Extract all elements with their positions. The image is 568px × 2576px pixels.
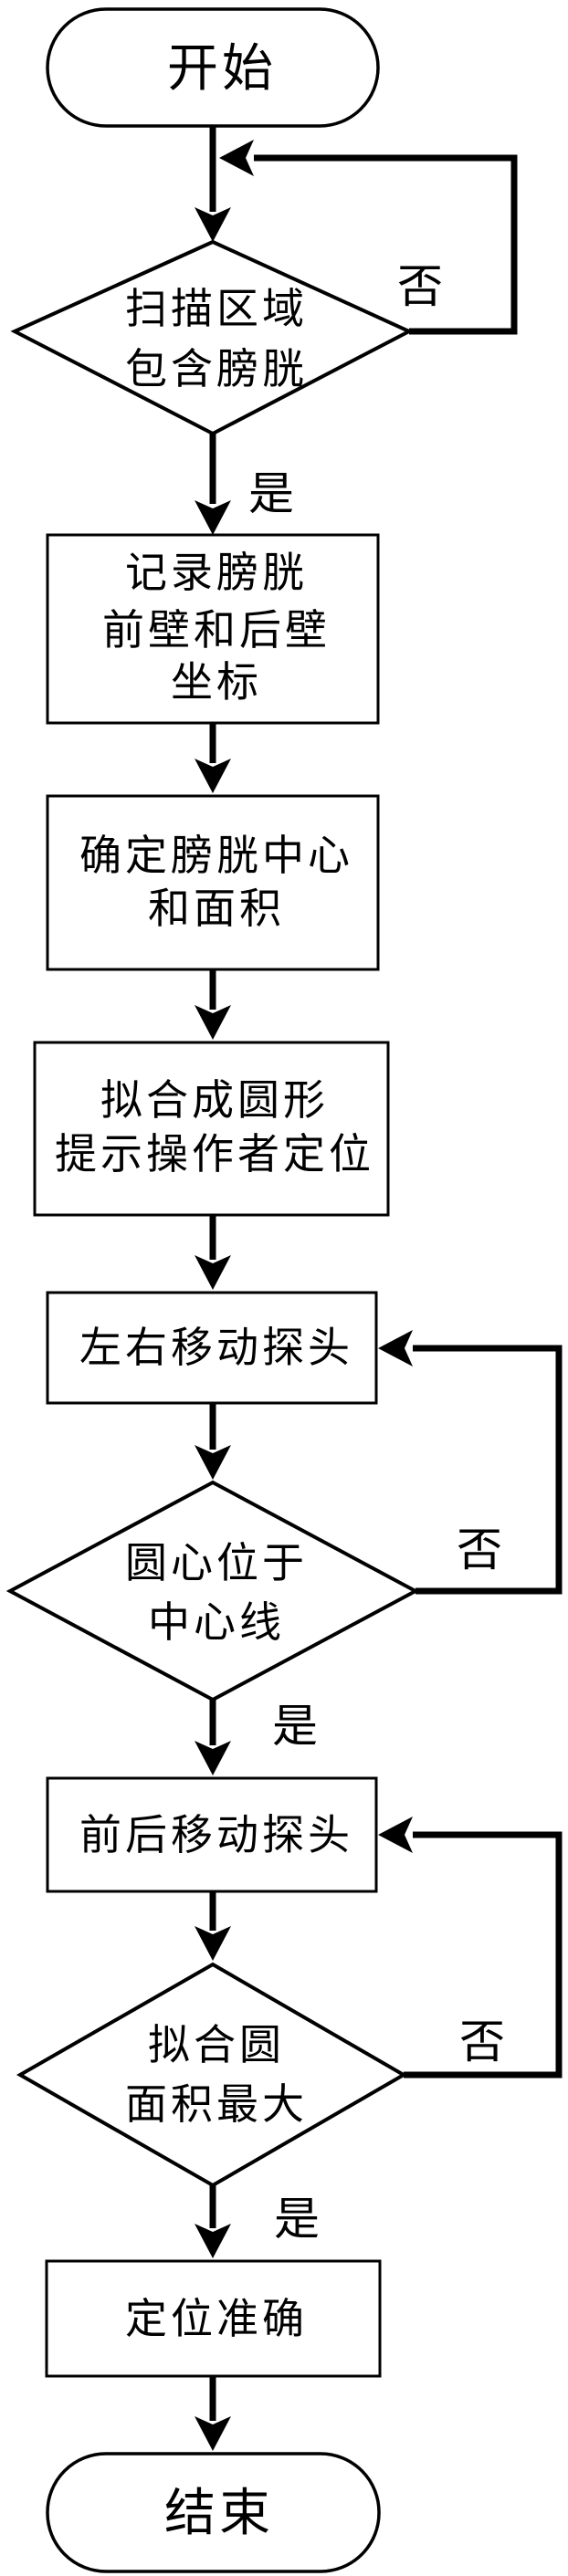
process-record-walls xyxy=(46,533,380,725)
decision1-line2: 包含膀胱 xyxy=(125,346,308,393)
edge-label-no1: 否 xyxy=(397,261,443,312)
process-move-probe-fore-aft xyxy=(46,1776,378,1893)
edge-no1-loop xyxy=(254,154,518,335)
rect1-line1: 记录膀胱 xyxy=(125,550,308,596)
rect5-label: 前后移动探头 xyxy=(79,1812,353,1859)
edge-label-yes3: 是 xyxy=(274,2194,320,2245)
arrowhead-into-rect5 xyxy=(195,1741,231,1775)
arrowhead-no3-into-rect5 xyxy=(378,1817,413,1853)
arrowhead-into-rect6 xyxy=(195,2224,231,2258)
process-move-probe-left-right xyxy=(46,1291,378,1405)
arrowhead-no1-merge xyxy=(219,140,254,176)
process-fit-circle-prompt xyxy=(33,1041,390,1217)
rect2-line2: 和面积 xyxy=(148,885,285,932)
arrowhead-into-rect2 xyxy=(195,759,231,793)
edge-label-yes1: 是 xyxy=(248,468,294,519)
end-terminator xyxy=(46,2452,381,2573)
end-label: 结束 xyxy=(164,2486,274,2542)
decision-scan-contains-bladder xyxy=(10,239,414,436)
decision3-line2: 面积最大 xyxy=(125,2081,308,2128)
process-positioning-accurate xyxy=(45,2259,382,2378)
arrowhead-into-rect4 xyxy=(195,1255,231,1290)
rect1-line3: 坐标 xyxy=(171,659,262,706)
start-label: 开始 xyxy=(167,41,277,98)
rect4-label: 左右移动探头 xyxy=(79,1325,353,1371)
edge-no2-loop xyxy=(413,1345,563,1595)
edge-label-no3: 否 xyxy=(459,2016,505,2068)
rect1-line2: 前壁和后壁 xyxy=(102,607,331,654)
edge-label-yes2: 是 xyxy=(272,1701,318,1752)
arrowhead-into-rect3 xyxy=(195,1005,231,1040)
edge-no3-loop xyxy=(404,1831,563,2079)
decision2-line1: 圆心位于 xyxy=(125,1540,308,1586)
arrowhead-into-rect1 xyxy=(195,500,231,535)
arrowhead-no2-into-rect4 xyxy=(378,1330,413,1367)
decision3-line1: 拟合圆 xyxy=(148,2022,285,2068)
edge-label-no2: 否 xyxy=(457,1524,502,1576)
arrowhead-into-decision3 xyxy=(195,1926,231,1961)
start-terminator xyxy=(46,7,380,128)
process-determine-center-area xyxy=(46,794,380,971)
decision2-line2: 中心线 xyxy=(148,1599,285,1646)
rect3-line1: 拟合成圆形 xyxy=(100,1077,329,1124)
decision1-line1: 扫描区域 xyxy=(125,286,308,332)
rect3-line2: 提示操作者定位 xyxy=(55,1131,374,1178)
decision-fitted-circle-max-area xyxy=(16,1962,407,2188)
arrowhead-into-decision2 xyxy=(195,1445,231,1480)
rect6-label: 定位准确 xyxy=(125,2296,308,2342)
decision-center-on-centerline xyxy=(5,1480,420,1702)
arrowhead-into-decision1 xyxy=(195,207,231,242)
rect2-line1: 确定膀胱中心 xyxy=(79,832,353,879)
arrowhead-into-end xyxy=(195,2416,231,2451)
